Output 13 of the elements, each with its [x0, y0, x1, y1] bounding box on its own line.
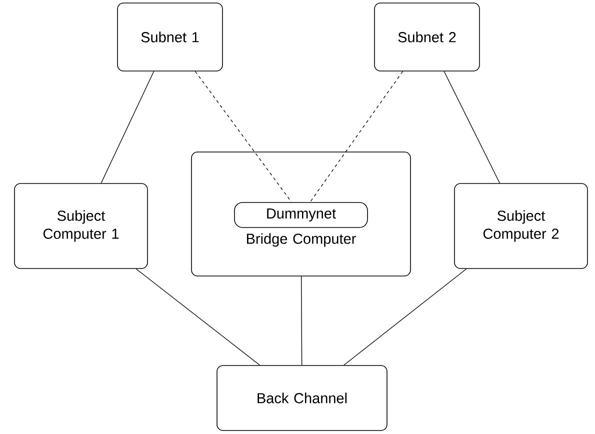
connector-line [136, 268, 260, 366]
subnet-box: Subnet 2 [374, 2, 480, 72]
connector-line [100, 71, 154, 184]
connector-line [194, 71, 292, 202]
channel-box: Back Channel [216, 365, 388, 431]
connector-line [444, 71, 500, 184]
connector-line [310, 71, 404, 202]
computer-box: Subject Computer 1 [14, 183, 148, 269]
subnet-box: Subnet 1 [117, 2, 223, 72]
connector-line [344, 268, 467, 366]
computer-box: Subject Computer 2 [454, 183, 588, 269]
connector-line [300, 276, 302, 366]
program-box: Dummynet [234, 202, 368, 228]
